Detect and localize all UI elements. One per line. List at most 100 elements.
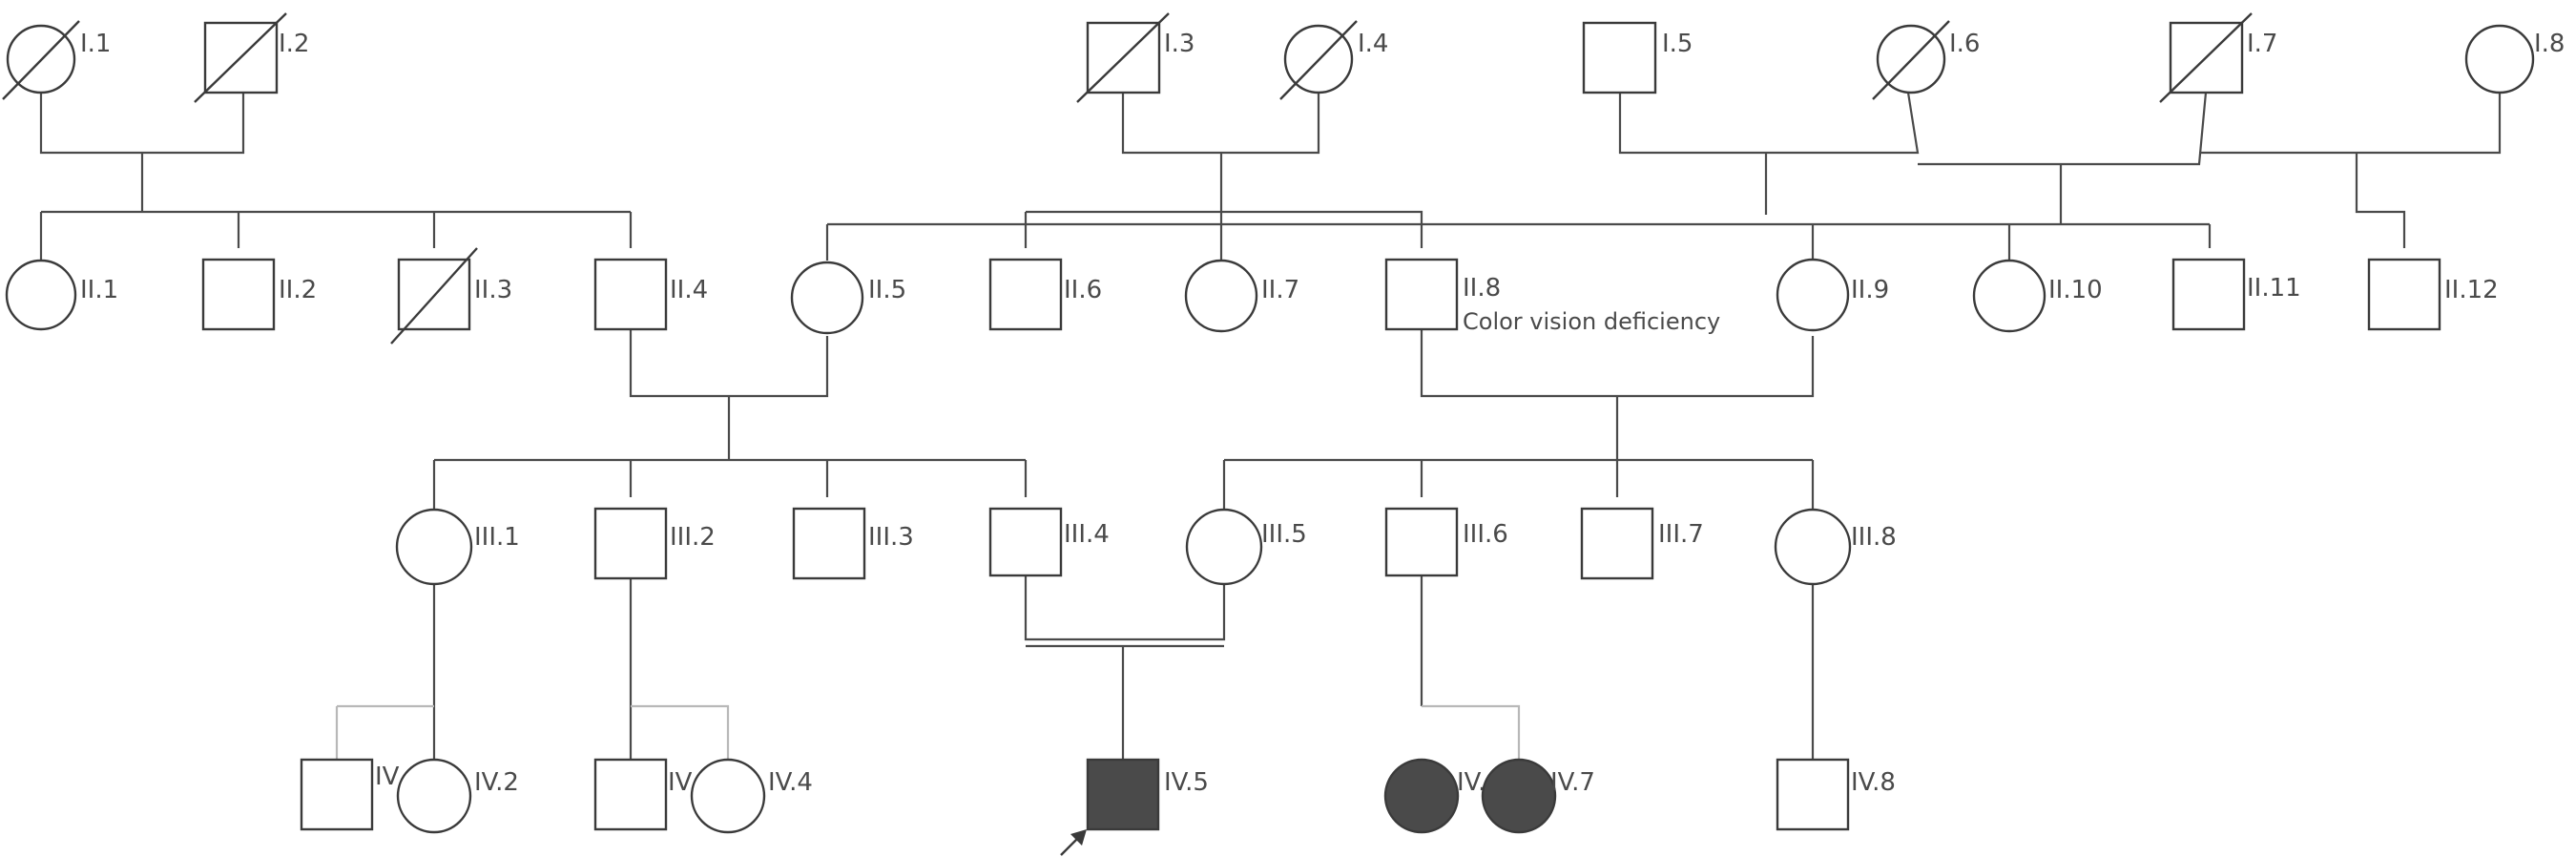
individual-IV-5: IV.5 [1060, 758, 1209, 856]
individual-label: II.8 [1463, 274, 1501, 303]
individual-I-6: I.6 [1872, 20, 1980, 100]
individual-I-7: I.7 [2159, 12, 2277, 103]
individual-III-2: III.2 [593, 507, 716, 580]
individual-label: I.7 [2247, 30, 2277, 58]
male-symbol [593, 258, 668, 331]
male-symbol [201, 258, 276, 331]
individual-IV-4: IV.4 [690, 758, 813, 834]
phenotype-note: Color vision deficiency [1463, 308, 1720, 335]
male-symbol [300, 758, 374, 831]
individual-II-11: II.11 [2171, 258, 2301, 331]
individual-II-2: II.2 [201, 258, 317, 331]
individual-label: I.5 [1662, 30, 1693, 58]
male-symbol [988, 507, 1063, 577]
female-symbol [790, 261, 864, 335]
male-symbol [2367, 258, 2441, 331]
connector-lines [39, 92, 2502, 760]
deceased-slash [2159, 12, 2253, 103]
male-symbol [792, 507, 866, 580]
individual-IV-1: IV [300, 758, 400, 831]
individual-label: II.10 [2048, 276, 2103, 304]
individual-II-7: II.7 [1184, 259, 1299, 333]
female-symbol [395, 508, 473, 586]
deceased-slash [2, 20, 80, 100]
female-symbol [396, 758, 472, 834]
individual-label: IV.2 [474, 768, 519, 797]
individual-II-3: II.3 [390, 247, 512, 345]
deceased-slash [1076, 12, 1170, 103]
individual-label: II.6 [1064, 276, 1102, 304]
individual-label: III.7 [1658, 520, 1704, 549]
generation-3: III.1 III.2 III.3 III.4 III.5 III.6 III.… [395, 507, 1897, 586]
individual-label: III.6 [1463, 520, 1508, 549]
generation-4: IV IV.2 IV.3 IV.4 IV.5 IV.6 IV [300, 758, 1896, 856]
individual-label: I.3 [1164, 30, 1195, 58]
individual-I-3: I.3 [1076, 12, 1195, 103]
male-symbol [593, 758, 668, 831]
generation-1: I.1 I.2 I.3 I.4 I.5 I.6 I.7 [2, 12, 2565, 103]
female-symbol-affected [1481, 758, 1557, 834]
individual-label: IV.5 [1164, 768, 1209, 797]
individual-label: II.5 [868, 276, 906, 304]
individual-III-8: III.8 [1774, 508, 1897, 586]
individual-II-1: II.1 [5, 259, 118, 331]
individual-IV-7: IV.7 [1481, 758, 1595, 834]
deceased-slash [1872, 20, 1950, 100]
individual-III-4: III.4 [988, 507, 1110, 577]
individual-I-1: I.1 [2, 20, 111, 100]
female-symbol-affected [1383, 758, 1460, 834]
individual-label: II.2 [279, 276, 317, 304]
deceased-slash [1279, 20, 1358, 100]
female-symbol [1972, 259, 2046, 333]
individual-II-8: II.8 Color vision deficiency [1384, 258, 1720, 335]
proband-arrow-icon [1060, 829, 1087, 856]
individual-label: III.3 [868, 523, 914, 552]
individual-I-8: I.8 [2464, 24, 2565, 94]
male-symbol-affected [1086, 758, 1160, 831]
individual-III-6: III.6 [1384, 507, 1508, 577]
individual-I-2: I.2 [194, 12, 309, 103]
individual-label: III.8 [1851, 523, 1897, 552]
individual-label: II.3 [474, 276, 512, 304]
male-symbol [1384, 507, 1459, 577]
individual-label: I.8 [2534, 30, 2565, 58]
individual-label: IV [375, 763, 400, 791]
individual-label: II.1 [80, 276, 118, 304]
female-symbol [5, 259, 77, 331]
individual-label: II.4 [670, 276, 708, 304]
individual-IV-2: IV.2 [396, 758, 519, 834]
individual-label: II.9 [1851, 276, 1889, 304]
male-symbol [1582, 21, 1657, 94]
individual-I-5: I.5 [1582, 21, 1693, 94]
male-symbol [1776, 758, 1850, 831]
individual-III-1: III.1 [395, 508, 520, 586]
female-symbol [690, 758, 766, 834]
male-symbol [593, 507, 668, 580]
male-symbol [1384, 258, 1459, 331]
individual-II-12: II.12 [2367, 258, 2499, 331]
individual-III-7: III.7 [1580, 507, 1704, 580]
individual-II-6: II.6 [988, 258, 1102, 331]
female-symbol [1776, 258, 1850, 332]
deceased-slash [390, 247, 478, 345]
individual-label: II.12 [2444, 276, 2499, 304]
individual-label: IV.7 [1550, 768, 1595, 797]
individual-label: I.4 [1358, 30, 1388, 58]
individual-label: IV.4 [768, 768, 813, 797]
individual-II-9: II.9 [1776, 258, 1889, 332]
individual-label: III.1 [474, 523, 520, 552]
individual-IV-8: IV.8 [1776, 758, 1896, 831]
individual-II-10: II.10 [1972, 259, 2103, 333]
male-symbol [988, 258, 1063, 331]
male-symbol [1580, 507, 1654, 580]
individual-label: I.1 [80, 30, 111, 58]
individual-label: IV.8 [1851, 768, 1896, 797]
individual-label: I.6 [1949, 30, 1980, 58]
female-symbol [1184, 259, 1258, 333]
male-symbol [2171, 258, 2246, 331]
individual-III-3: III.3 [792, 507, 914, 580]
female-symbol [2464, 24, 2535, 94]
individual-I-4: I.4 [1279, 20, 1388, 100]
deceased-slash [194, 12, 287, 103]
individual-label: II.7 [1261, 276, 1299, 304]
